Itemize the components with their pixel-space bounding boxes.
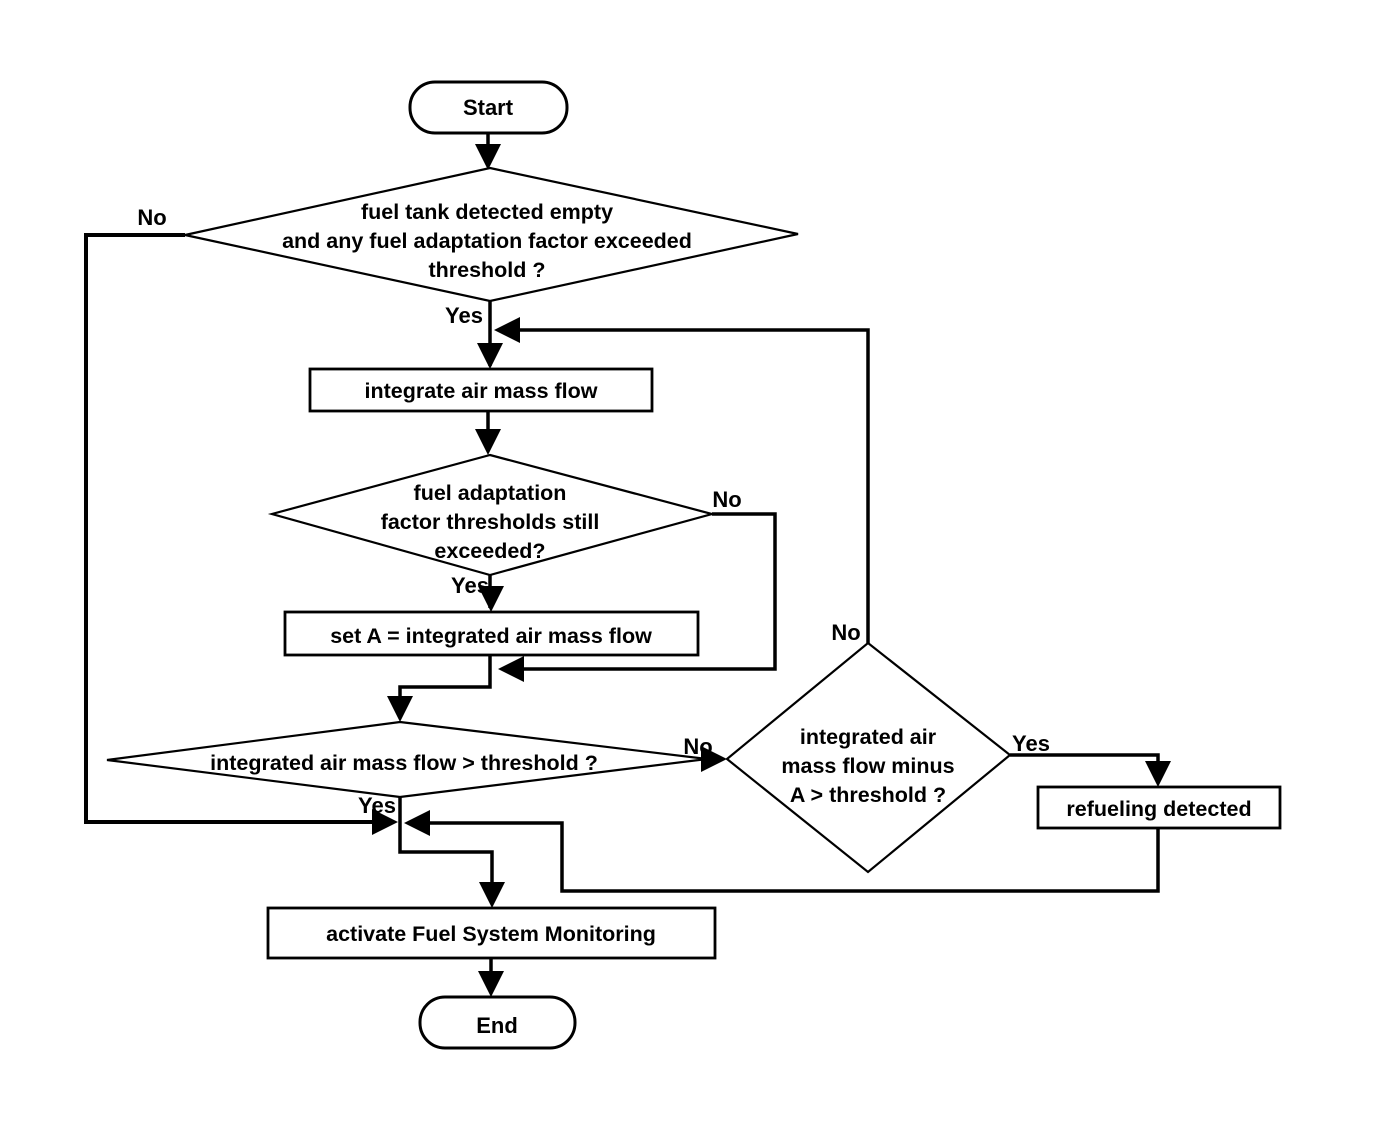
integrate-process-shape <box>308 367 654 413</box>
label-fueltank-yes: Yes <box>445 303 483 328</box>
node-end: End <box>418 995 577 1050</box>
nodes: Start fuel tank detected empty and any f… <box>106 80 1282 1050</box>
edge-refueling-loop <box>408 821 1160 893</box>
node-decision-fuel-tank: fuel tank detected empty and any fuel ad… <box>184 166 799 303</box>
thresholds-decision-line3: exceeded? <box>434 539 545 563</box>
label-airmass-no: No <box>683 734 712 759</box>
start-terminator-shape <box>408 80 569 135</box>
edge-thresholds-no <box>502 512 777 671</box>
label-minusa-no: No <box>831 620 860 645</box>
activate-process-label: activate Fuel System Monitoring <box>326 922 656 946</box>
minus-a-decision-line2: mass flow minus <box>781 754 954 778</box>
arrowhead-fueltank-no <box>372 809 398 835</box>
node-decision-thresholds: fuel adaptation factor thresholds still … <box>267 453 717 577</box>
air-mass-decision-shape <box>106 720 708 799</box>
edge-minusa-no-loop <box>498 328 870 643</box>
arrowhead-seta-to-airmass <box>387 696 413 722</box>
set-a-process-label: set A = integrated air mass flow <box>330 624 652 648</box>
fuel-tank-decision-shape <box>184 166 799 303</box>
set-a-process-shape <box>283 610 700 657</box>
arrowhead-refueling-loop <box>404 810 430 836</box>
arrowhead-activate-to-end <box>478 971 504 997</box>
arrowhead-thresholds-no <box>498 656 524 682</box>
thresholds-decision-line1: fuel adaptation <box>414 481 567 505</box>
arrowhead-integrate-to-thresholds <box>475 429 501 455</box>
edge-airmass-yes <box>398 797 494 904</box>
arrowhead-airmass-no <box>701 746 727 772</box>
arrowhead-minusa-yes <box>1145 761 1171 787</box>
node-decision-minus-a: integrated air mass flow minus A > thres… <box>725 641 1012 874</box>
fuel-tank-decision-line1: fuel tank detected empty <box>361 200 613 224</box>
fuel-tank-decision-line2: and any fuel adaptation factor exceeded <box>282 229 692 253</box>
edge-seta-to-airmass <box>398 655 492 718</box>
edge-fueltank-no <box>84 233 394 824</box>
end-terminator-shape <box>418 995 577 1050</box>
minus-a-decision-line3: A > threshold ? <box>790 783 946 807</box>
refueling-process-label: refueling detected <box>1066 797 1251 821</box>
thresholds-decision-shape <box>267 453 717 577</box>
start-label: Start <box>463 95 514 120</box>
label-thresholds-no: No <box>712 487 741 512</box>
integrate-process-label: integrate air mass flow <box>365 379 598 403</box>
label-fueltank-no: No <box>137 205 166 230</box>
node-process-set-a: set A = integrated air mass flow <box>283 610 700 657</box>
edge-minusa-yes <box>1010 753 1160 783</box>
node-decision-air-mass: integrated air mass flow > threshold ? <box>106 720 708 799</box>
thresholds-decision-line2: factor thresholds still <box>381 510 600 534</box>
arrowhead-thresholds-yes <box>478 586 504 612</box>
air-mass-decision-label: integrated air mass flow > threshold ? <box>210 751 598 775</box>
arrowhead-minusa-no-loop <box>494 317 520 343</box>
arrowhead-fueltank-yes <box>477 343 503 369</box>
node-process-refueling: refueling detected <box>1036 785 1282 830</box>
edges <box>84 133 1171 997</box>
minus-a-decision-line1: integrated air <box>800 725 937 749</box>
label-thresholds-yes: Yes <box>451 573 489 598</box>
label-minusa-yes: Yes <box>1012 731 1050 756</box>
node-process-activate: activate Fuel System Monitoring <box>266 906 717 960</box>
minus-a-decision-shape <box>725 641 1012 874</box>
branch-labels: No Yes No Yes No No Yes Yes <box>137 205 1050 818</box>
node-process-integrate: integrate air mass flow <box>308 367 654 413</box>
arrowhead-airmass-yes <box>479 882 505 908</box>
end-label: End <box>476 1013 518 1038</box>
node-start: Start <box>408 80 569 135</box>
refueling-process-shape <box>1036 785 1282 830</box>
fuel-tank-decision-line3: threshold ? <box>428 258 545 282</box>
label-airmass-yes: Yes <box>358 793 396 818</box>
activate-process-shape <box>266 906 717 960</box>
arrowhead-start-to-fueltank <box>475 144 501 170</box>
